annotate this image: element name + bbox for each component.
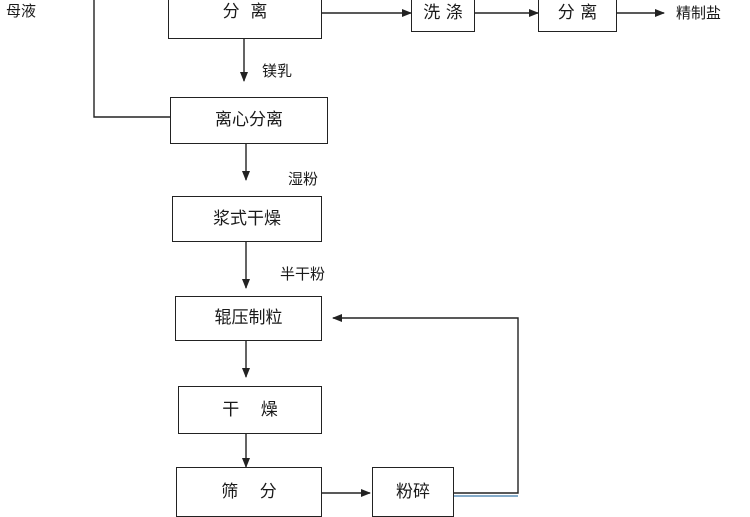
box-separation: 分 离 [168,0,322,39]
box-slurry-dry: 浆式干燥 [172,196,322,242]
box-separation2: 分 离 [538,0,617,32]
label-refined-salt: 精制盐 [676,4,722,22]
box-drying: 干 燥 [178,386,322,434]
label-magnesium-milk: 镁乳 [262,62,293,80]
box-crushing: 粉碎 [372,467,454,517]
flow-connectors [93,0,665,497]
box-centrifuge: 离心分离 [170,97,328,144]
box-washing-label: 洗 涤 [423,2,463,23]
label-half-dry-powder: 半干粉 [280,265,326,283]
box-separation-label: 分 离 [222,2,268,22]
box-centrifuge-label: 离心分离 [215,110,283,130]
label-mother-liquor: 母液 [6,2,37,20]
box-crushing-label: 粉碎 [396,481,430,502]
line-recycle-crushing-to-roller [332,314,519,494]
process-flow-diagram: 分 离 洗 涤 分 离 离心分离 浆式干燥 辊压制粒 干 燥 筛 分 粉碎 母液… [6,0,722,517]
box-roller-granulate: 辊压制粒 [175,296,322,341]
box-separation2-label: 分 离 [557,2,598,23]
box-drying-label: 干 燥 [222,399,278,420]
box-washing: 洗 涤 [411,0,475,32]
box-roller-granulate-label: 辊压制粒 [214,308,283,328]
line-mother-liquor-return [93,0,170,118]
box-slurry-dry-label: 浆式干燥 [213,208,281,229]
label-wet-powder: 湿粉 [288,170,319,188]
box-screening-label: 筛 分 [221,481,277,502]
box-screening: 筛 分 [176,467,322,517]
